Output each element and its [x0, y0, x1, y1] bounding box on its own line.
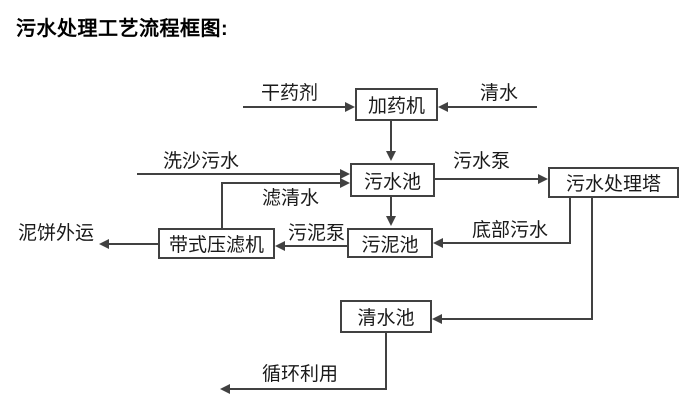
edge-recycling-vline: [385, 333, 387, 390]
node-belt-filter-press: 带式压滤机: [158, 228, 275, 259]
node-sewage-treatment-tower: 污水处理塔: [548, 167, 679, 198]
edge-filtered-water-line: [221, 182, 340, 184]
edge-mud-cake-arrowhead-icon: [99, 239, 109, 249]
node-dosing-machine: 加药机: [355, 88, 438, 121]
label-clean-water: 清水: [480, 83, 519, 104]
edge-tower-to-clean-line: [442, 318, 593, 320]
edge-sludge-pump-line: [285, 245, 347, 247]
edge-sludge-pump-arrowhead-icon: [275, 241, 285, 251]
edge-sand-washing-sewage-line: [137, 173, 340, 175]
edge-dry-chemical-line: [243, 106, 345, 108]
label-sewage-pump: 污水泵: [453, 151, 511, 172]
node-sewage-pool: 污水池: [350, 163, 435, 197]
edge-sewage-pump-arrowhead-icon: [538, 174, 548, 184]
edge-bottom-sewage-line: [443, 242, 571, 244]
edge-bottom-sewage-arrowhead-icon: [433, 238, 443, 248]
edge-tower-to-clean-vline: [591, 198, 593, 320]
node-sludge-pool: 污泥池: [347, 228, 433, 258]
label-sand-washing-sewage: 洗沙污水: [163, 151, 240, 172]
edge-sand-washing-sewage-arrowhead-icon: [340, 169, 350, 179]
edge-tower-to-clean-arrowhead-icon: [432, 314, 442, 324]
node-clean-water-pool: 清水池: [340, 300, 432, 333]
edge-recycling-arrowhead-icon: [220, 384, 230, 394]
edge-mud-cake-line: [109, 243, 158, 245]
edge-clean-water-line: [448, 106, 537, 108]
label-bottom-sewage: 底部污水: [472, 220, 549, 241]
edge-filtered-water-vline: [221, 183, 223, 228]
edge-sewage-pump-line: [435, 178, 538, 180]
label-filtered-water: 滤清水: [262, 188, 320, 209]
edge-filtered-water-arrowhead-icon: [340, 178, 350, 188]
edge-clean-water-arrowhead-icon: [438, 102, 448, 112]
label-mud-cake-shipped-out: 泥饼外运: [18, 223, 95, 244]
edge-recycling-line: [230, 388, 387, 390]
edge-sewage-to-sludge-arrowhead-icon: [386, 216, 396, 226]
edge-bottom-sewage-vline: [569, 198, 571, 244]
label-recycling-use: 循环利用: [262, 364, 339, 385]
edge-sewage-to-sludge-line: [390, 197, 392, 216]
edge-dry-chemical-arrowhead-icon: [345, 102, 355, 112]
label-dry-chemical: 干药剂: [261, 83, 319, 104]
label-sludge-pump: 污泥泵: [288, 223, 346, 244]
edge-dosing-to-sewage-line: [390, 120, 392, 151]
diagram-title: 污水处理工艺流程框图:: [16, 18, 229, 40]
edge-dosing-to-sewage-arrowhead-icon: [386, 151, 396, 161]
